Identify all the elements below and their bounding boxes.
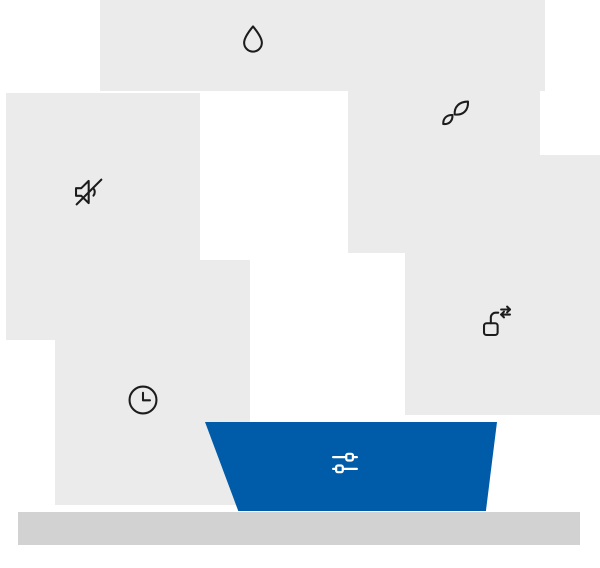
tile-time[interactable] <box>55 260 250 505</box>
plug-swap-icon <box>478 303 516 341</box>
speaker-mute-icon <box>70 173 108 211</box>
tile-connectivity[interactable] <box>405 155 600 415</box>
clock-icon <box>124 381 162 419</box>
sliders-icon <box>326 444 364 482</box>
leaf-icon <box>436 93 474 131</box>
bottom-bar <box>18 512 580 545</box>
water-drop-icon <box>234 22 272 60</box>
tile-settings-active[interactable] <box>205 422 497 511</box>
tile-water[interactable] <box>100 0 545 91</box>
